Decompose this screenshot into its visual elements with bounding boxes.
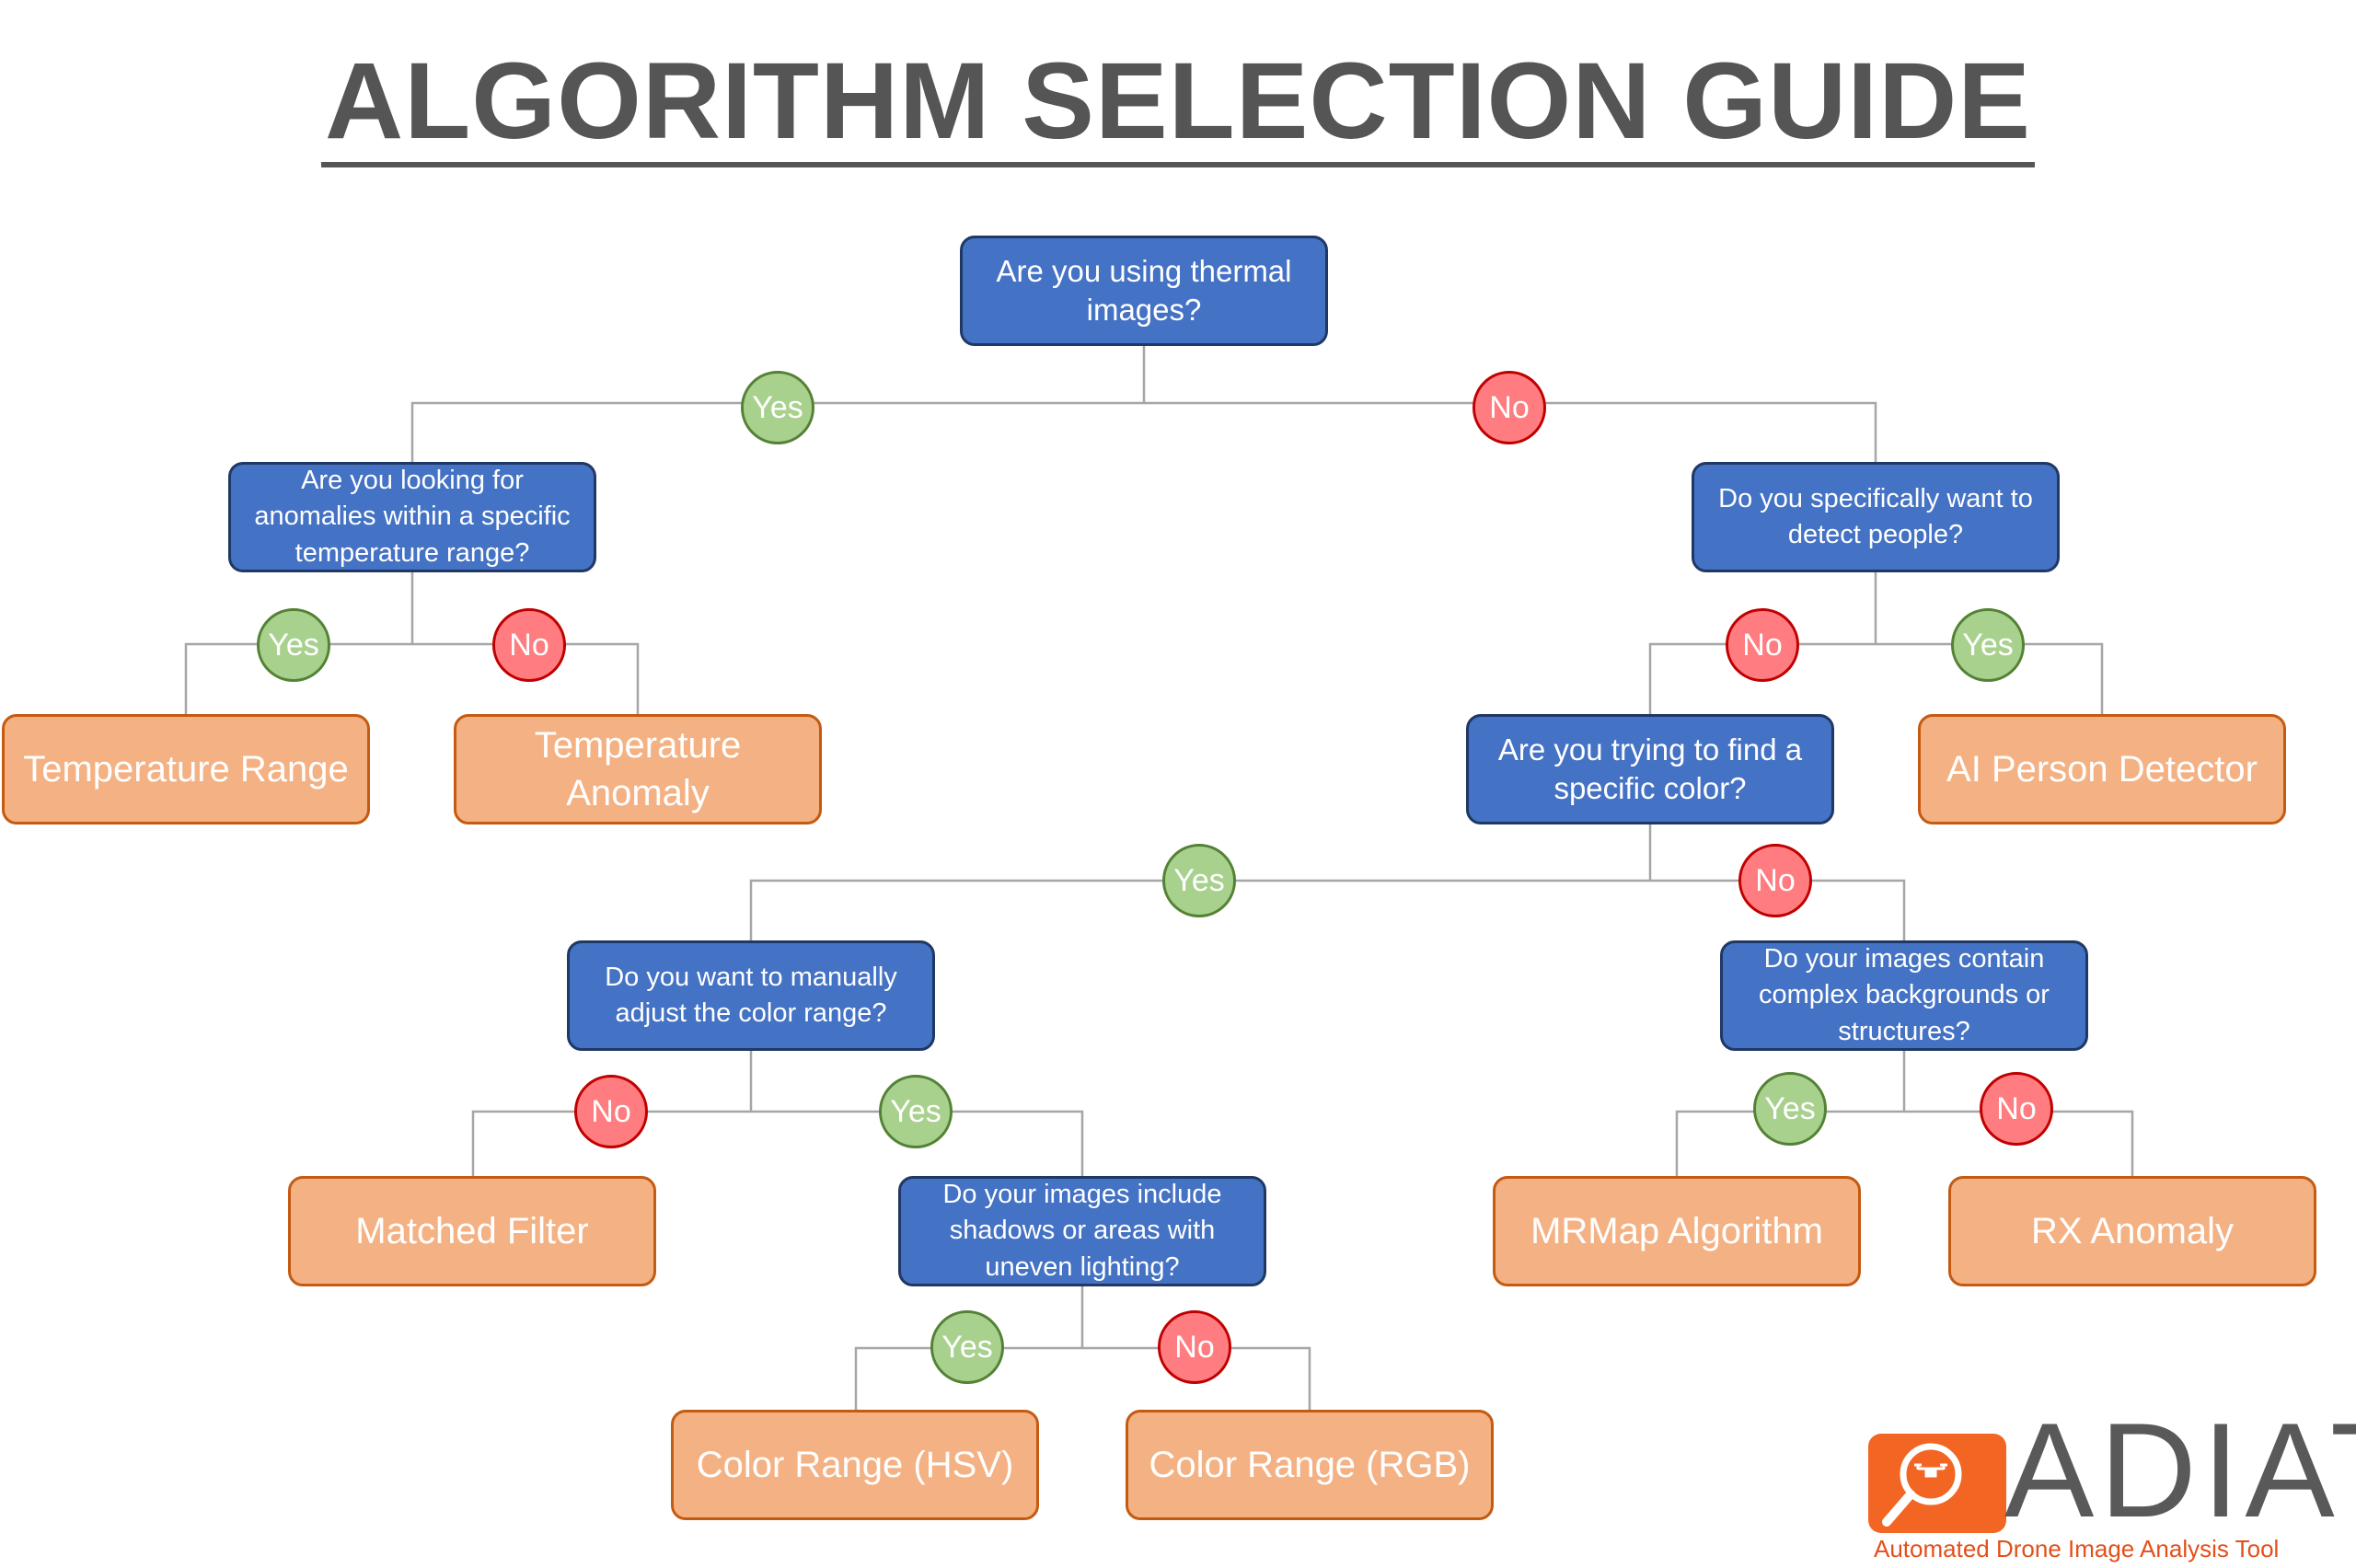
no-badge: No bbox=[1472, 371, 1546, 444]
no-badge: No bbox=[1738, 844, 1812, 917]
yes-badge: Yes bbox=[930, 1310, 1004, 1384]
yes-badge: Yes bbox=[257, 608, 330, 682]
no-badge: No bbox=[574, 1075, 648, 1148]
yes-badge: Yes bbox=[879, 1075, 953, 1148]
yes-badge: Yes bbox=[1162, 844, 1236, 917]
no-badge: No bbox=[1158, 1310, 1231, 1384]
connector-q1-q3 bbox=[1144, 401, 1877, 464]
result-ai-person-detector: AI Person Detector bbox=[1918, 714, 2286, 824]
result-rx-anomaly: RX Anomaly bbox=[1948, 1176, 2316, 1286]
adiat-logo-icon bbox=[1868, 1434, 2006, 1533]
page-title-text: ALGORITHM SELECTION GUIDE bbox=[321, 40, 2035, 167]
page-title: ALGORITHM SELECTION GUIDE bbox=[0, 39, 2356, 167]
yes-badge: Yes bbox=[1951, 608, 2025, 682]
logo-tagline: Automated Drone Image Analysis Tool bbox=[1874, 1535, 2280, 1562]
question-thermal-images: Are you using thermal images? bbox=[960, 236, 1328, 346]
result-temperature-anomaly: Temperature Anomaly bbox=[454, 714, 822, 824]
connector-q2-temp-anomaly bbox=[412, 642, 640, 714]
no-badge: No bbox=[492, 608, 566, 682]
result-color-range-rgb: Color Range (RGB) bbox=[1126, 1410, 1494, 1520]
connector-q5-q7 bbox=[751, 1110, 1084, 1176]
logo-name: ADIAT bbox=[2004, 1395, 2356, 1545]
magnifier-drone-icon bbox=[1882, 1443, 1962, 1527]
result-matched-filter: Matched Filter bbox=[288, 1176, 656, 1286]
connector-q4-q6 bbox=[1650, 879, 1906, 940]
result-mrmap-algorithm: MRMap Algorithm bbox=[1493, 1176, 1861, 1286]
result-temperature-range: Temperature Range bbox=[2, 714, 370, 824]
no-badge: No bbox=[1726, 608, 1799, 682]
question-specific-color: Are you trying to find a specific color? bbox=[1466, 714, 1834, 824]
yes-badge: Yes bbox=[741, 371, 814, 444]
result-color-range-hsv: Color Range (HSV) bbox=[671, 1410, 1039, 1520]
question-temperature-range: Are you looking for anomalies within a s… bbox=[228, 462, 596, 572]
question-detect-people: Do you specifically want to detect peopl… bbox=[1692, 462, 2060, 572]
question-manual-color-range: Do you want to manually adjust the color… bbox=[567, 940, 935, 1051]
yes-badge: Yes bbox=[1753, 1072, 1827, 1146]
no-badge: No bbox=[1980, 1072, 2053, 1146]
question-complex-backgrounds: Do your images contain complex backgroun… bbox=[1720, 940, 2088, 1051]
question-shadows-lighting: Do your images include shadows or areas … bbox=[898, 1176, 1266, 1286]
